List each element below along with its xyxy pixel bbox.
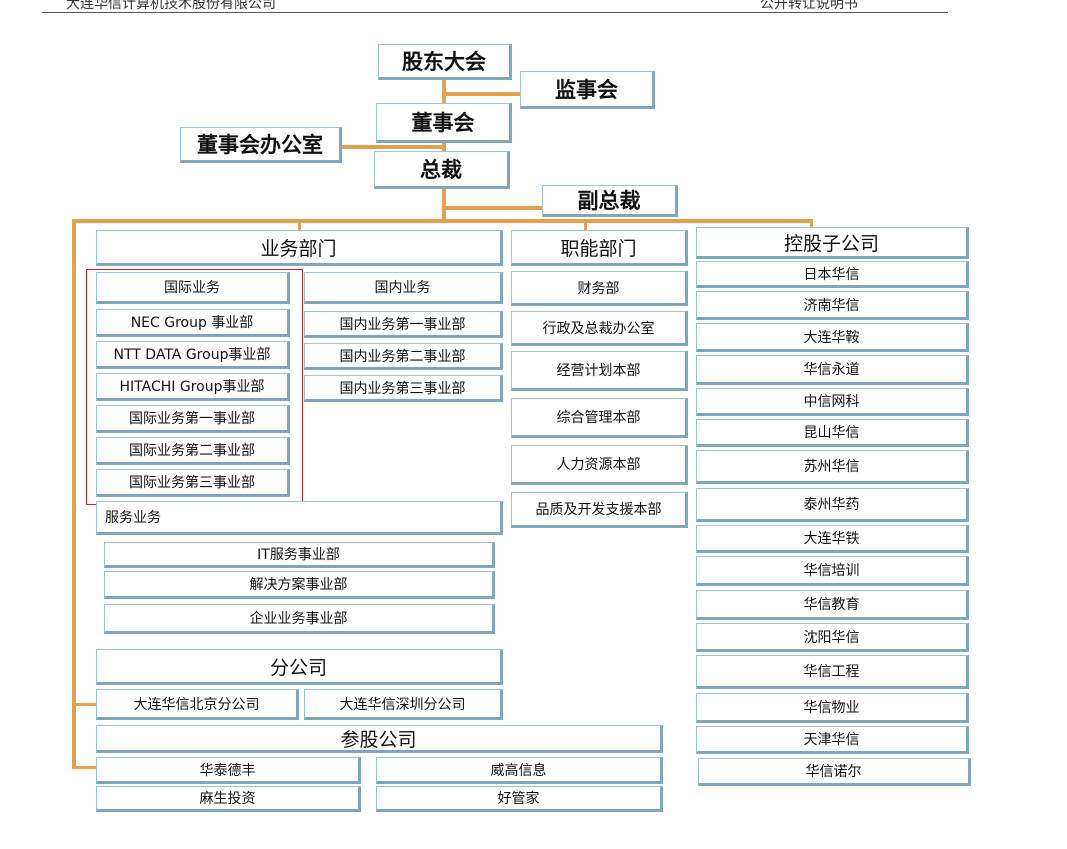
subsidiary-item: 华信诺尔 xyxy=(698,758,971,786)
branch-header: 分公司 xyxy=(96,649,503,685)
domestic-item: 国内业务第二事业部 xyxy=(304,343,503,370)
functional-item: 人力资源本部 xyxy=(511,445,688,485)
service-item: 企业业务事业部 xyxy=(104,604,495,634)
equity-item: 华泰德丰 xyxy=(96,757,361,784)
subsidiary-item: 大连华鞍 xyxy=(696,323,969,352)
subsidiary-item: 苏州华信 xyxy=(696,450,969,484)
equity-header: 参股公司 xyxy=(96,725,663,753)
horizontal-bus-line xyxy=(72,219,812,223)
business-dept-header: 业务部门 xyxy=(96,230,503,266)
subsidiaries-header: 控股子公司 xyxy=(696,227,969,259)
subsidiary-item: 华信物业 xyxy=(696,693,969,723)
vice-president-box: 副总裁 xyxy=(542,185,678,217)
intl-item: NEC Group 事业部 xyxy=(96,309,290,337)
subsidiary-item: 昆山华信 xyxy=(696,419,969,447)
service-item: IT服务事业部 xyxy=(104,542,495,568)
shareholders-box: 股东大会 xyxy=(378,44,512,80)
functional-item: 经营计划本部 xyxy=(511,351,688,391)
board-box: 董事会 xyxy=(376,103,512,143)
branch-connector xyxy=(72,703,98,706)
left-spine-line xyxy=(72,219,76,769)
subsidiary-item: 沈阳华信 xyxy=(696,623,969,652)
equity-item: 威高信息 xyxy=(376,757,663,784)
intl-item: NTT DATA Group事业部 xyxy=(96,341,290,369)
subsidiary-item: 中信网科 xyxy=(696,388,969,416)
service-business-header: 服务业务 xyxy=(96,501,503,535)
intl-item: HITACHI Group事业部 xyxy=(96,373,290,401)
supervisory-box: 监事会 xyxy=(520,71,655,109)
main-trunk-line xyxy=(442,76,446,213)
subsidiary-item: 华信教育 xyxy=(696,590,969,620)
functional-drop-line xyxy=(584,219,587,233)
international-highlight-frame xyxy=(86,269,303,505)
subsidiary-item: 日本华信 xyxy=(696,261,969,288)
board-office-box: 董事会办公室 xyxy=(180,127,342,163)
functional-dept-header: 职能部门 xyxy=(511,230,688,266)
branch-item: 大连华信深圳分公司 xyxy=(304,689,503,720)
header-rule xyxy=(42,12,948,13)
subsidiary-item: 天津华信 xyxy=(696,726,969,754)
subsidiary-item: 济南华信 xyxy=(696,291,969,320)
subsidiary-item: 泰州华药 xyxy=(696,488,969,522)
subsidiaries-drop-line xyxy=(810,219,813,233)
subsidiary-item: 华信永道 xyxy=(696,355,969,385)
intl-item: 国际业务 xyxy=(96,272,290,304)
subsidiary-item: 华信工程 xyxy=(696,655,969,689)
vice-president-connector xyxy=(442,206,542,210)
business-drop-line xyxy=(298,219,301,233)
president-box: 总裁 xyxy=(374,151,510,189)
branch-item: 大连华信北京分公司 xyxy=(96,689,299,720)
functional-item: 品质及开发支援本部 xyxy=(511,492,688,528)
header-company-name: 大连华信计算机技术股份有限公司 xyxy=(66,0,276,12)
equity-item: 麻生投资 xyxy=(96,786,361,812)
subsidiary-item: 大连华铁 xyxy=(696,525,969,553)
intl-item: 国际业务第二事业部 xyxy=(96,437,290,465)
subsidiary-item: 华信培训 xyxy=(696,556,969,586)
equity-connector xyxy=(72,766,98,769)
functional-item: 综合管理本部 xyxy=(511,398,688,438)
board-office-connector xyxy=(341,145,442,149)
domestic-item: 国内业务 xyxy=(304,272,503,304)
functional-item: 财务部 xyxy=(511,271,688,306)
intl-item: 国际业务第三事业部 xyxy=(96,469,290,497)
supervisory-connector xyxy=(442,92,522,96)
equity-item: 好管家 xyxy=(376,786,663,812)
header-doc-title: 公开转让说明书 xyxy=(760,0,858,12)
domestic-item: 国内业务第一事业部 xyxy=(304,311,503,338)
service-item: 解决方案事业部 xyxy=(104,571,495,599)
functional-item: 行政及总裁办公室 xyxy=(511,311,688,346)
trunk-to-bus-line xyxy=(442,209,446,221)
domestic-item: 国内业务第三事业部 xyxy=(304,375,503,402)
intl-item: 国际业务第一事业部 xyxy=(96,405,290,433)
